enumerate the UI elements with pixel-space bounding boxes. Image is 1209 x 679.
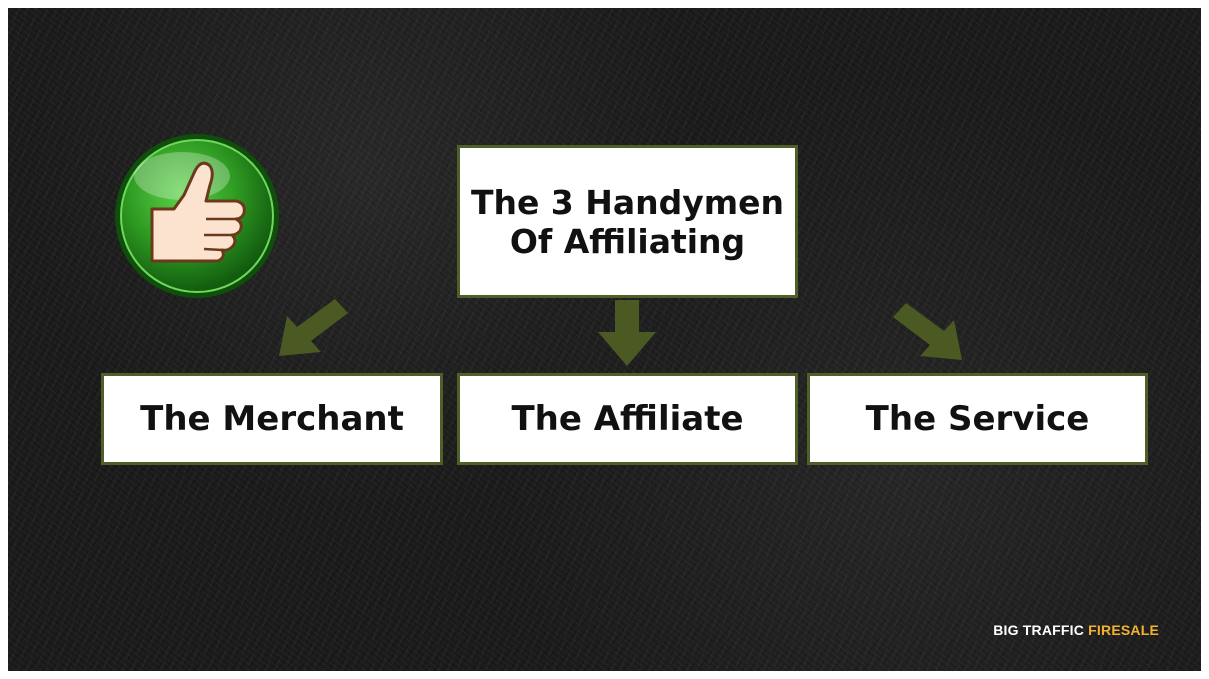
slide-background: The 3 Handymen Of Affiliating The Mercha… <box>8 8 1201 671</box>
service-box: The Service <box>807 373 1148 465</box>
arrow-to-affiliate <box>598 300 656 366</box>
service-label: The Service <box>865 399 1090 439</box>
arrow-to-merchant <box>279 299 348 356</box>
affiliate-label: The Affiliate <box>511 399 744 439</box>
arrow-to-service <box>893 303 962 360</box>
affiliate-box: The Affiliate <box>457 373 798 465</box>
merchant-box: The Merchant <box>101 373 443 465</box>
thumbs-up-icon <box>115 134 279 298</box>
diagram-title-box: The 3 Handymen Of Affiliating <box>457 145 798 298</box>
brand-accent-text: FIRESALE <box>1088 622 1159 638</box>
merchant-label: The Merchant <box>140 399 404 439</box>
brand-text: BIG TRAFFIC <box>993 622 1085 638</box>
diagram-title: The 3 Handymen Of Affiliating <box>470 182 785 261</box>
brand-logo: BIG TRAFFIC FIRESALE <box>993 622 1159 638</box>
